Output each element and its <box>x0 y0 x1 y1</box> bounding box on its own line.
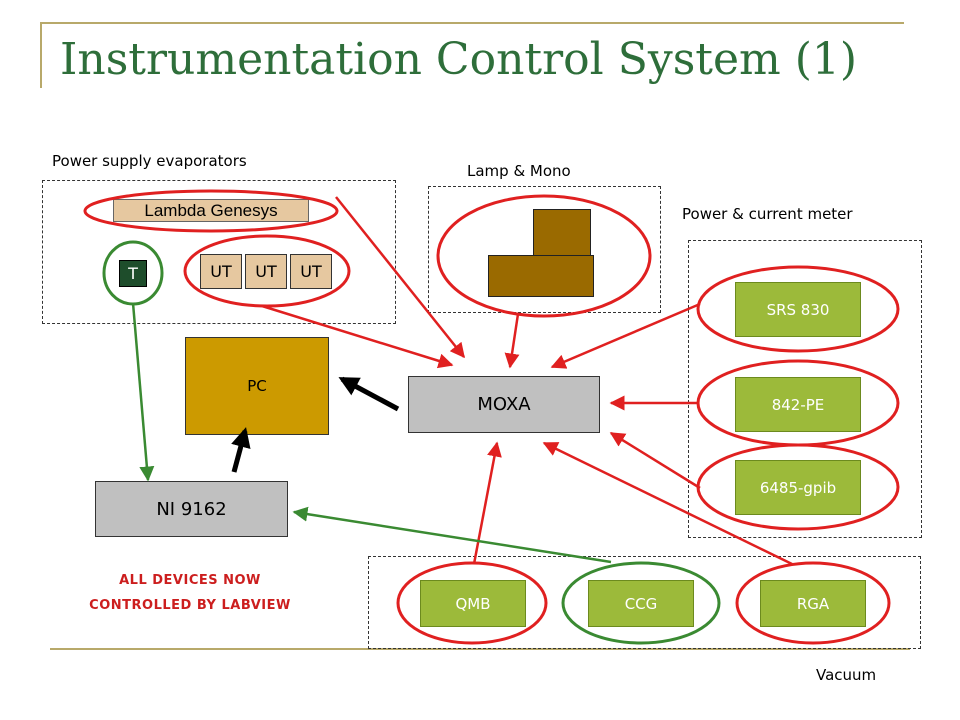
ni-9162-box: NI 9162 <box>95 481 288 537</box>
rga-ellipse <box>735 561 891 645</box>
moxa-to-pc-arrow <box>338 376 400 412</box>
qmb-to-moxa-arrow <box>472 441 502 565</box>
labview-note: ALL DEVICES NOW CONTROLLED BY LABVIEW <box>60 568 320 618</box>
6485-gpib-ellipse <box>696 443 900 531</box>
t-box: T <box>119 260 147 287</box>
ccg-box: CCG <box>588 580 694 627</box>
842-pe-box: 842-PE <box>735 377 861 432</box>
lambda-to-moxa-arrow <box>335 196 465 359</box>
lamp-mono-group <box>428 186 661 313</box>
vacuum-group <box>368 556 921 649</box>
slide-title: Instrumentation Control System (1) <box>60 34 858 85</box>
monochromator-block <box>533 209 591 259</box>
gpib-to-moxa-arrow <box>609 431 701 490</box>
rga-box: RGA <box>760 580 866 627</box>
top-rule <box>40 22 904 24</box>
lamp-block <box>488 255 594 297</box>
srs-to-moxa-arrow <box>550 302 701 369</box>
6485-gpib-box: 6485-gpib <box>735 460 861 515</box>
ut-box-2: UT <box>245 254 287 289</box>
ut-box-1: UT <box>200 254 242 289</box>
pc-box: PC <box>185 337 329 435</box>
qmb-box: QMB <box>420 580 526 627</box>
ccg-ellipse <box>561 561 721 645</box>
labview-note-line-1: ALL DEVICES NOW <box>119 573 261 588</box>
srs-830-ellipse <box>696 265 900 353</box>
ut-box-3: UT <box>290 254 332 289</box>
t-to-ni-arrow <box>131 302 155 482</box>
rga-to-moxa-arrow <box>542 441 793 566</box>
power-meter-label: Power & current meter <box>682 205 853 223</box>
bottom-rule <box>50 648 910 650</box>
power-supply-group <box>42 180 396 324</box>
lambda-genesys-box: Lambda Genesys <box>113 199 309 222</box>
ut-ellipse <box>183 234 351 308</box>
left-rule <box>40 22 42 88</box>
power-meter-group <box>688 240 922 538</box>
labview-note-line-2: CONTROLLED BY LABVIEW <box>89 598 291 613</box>
moxa-box: MOXA <box>408 376 600 433</box>
ccg-to-ni-arrow <box>292 506 612 564</box>
t-ellipse <box>102 240 164 306</box>
ni-to-pc-arrow <box>231 427 251 473</box>
lamp-ellipse <box>436 194 652 318</box>
qmb-ellipse <box>396 561 548 645</box>
lambda-ellipse <box>83 189 339 233</box>
ut-to-moxa-arrow <box>261 304 454 369</box>
power-supply-label: Power supply evaporators <box>52 152 247 170</box>
vacuum-label: Vacuum <box>816 666 877 684</box>
lamp-to-moxa-arrow <box>504 313 520 369</box>
842-pe-ellipse <box>696 359 900 447</box>
srs-830-box: SRS 830 <box>735 282 861 337</box>
lamp-mono-label: Lamp & Mono <box>467 162 571 180</box>
